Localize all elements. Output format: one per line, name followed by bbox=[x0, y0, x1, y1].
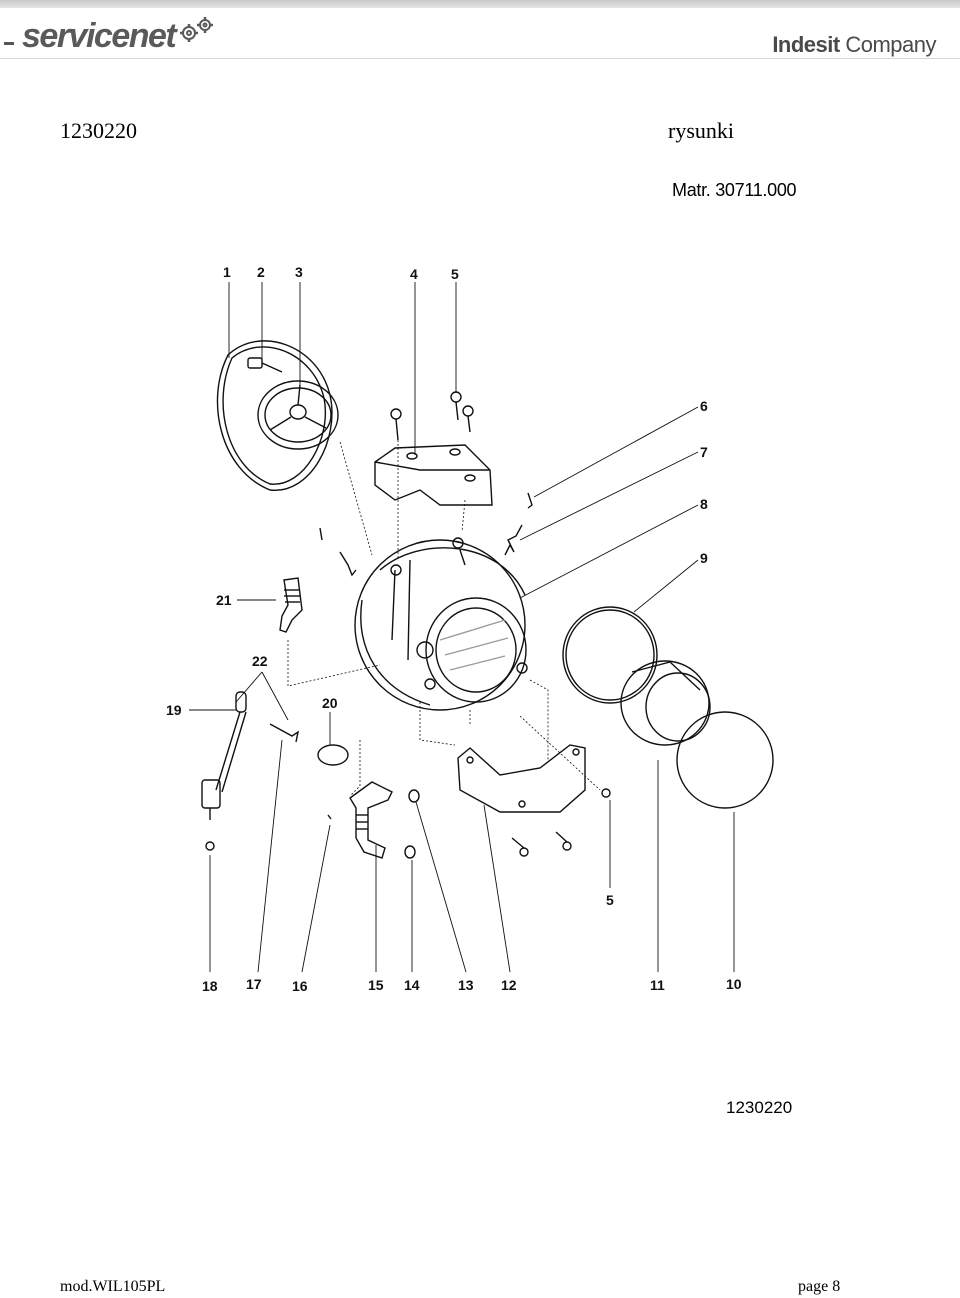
part-label-14: 14 bbox=[404, 977, 420, 993]
part-label-12: 12 bbox=[501, 977, 517, 993]
pulley bbox=[257, 380, 339, 450]
header-bar bbox=[0, 0, 960, 8]
drawing-id: 1230220 bbox=[726, 1098, 793, 1117]
part-label-20: 20 bbox=[322, 695, 338, 711]
part-label-7: 7 bbox=[700, 444, 708, 460]
part-label-5-bottom: 5 bbox=[606, 892, 614, 908]
part-label-17: 17 bbox=[246, 976, 262, 992]
document-code: 1230220 bbox=[60, 118, 137, 143]
part-label-10: 10 bbox=[726, 976, 742, 992]
seal-ring-lower bbox=[404, 845, 416, 859]
part-label-22: 22 bbox=[252, 653, 268, 669]
door-seal bbox=[620, 660, 711, 746]
document-section-title: rysunki bbox=[668, 118, 734, 143]
counterweight-screws bbox=[390, 391, 474, 441]
part-label-11: 11 bbox=[650, 977, 665, 993]
tub-bracket bbox=[457, 744, 586, 813]
tub-assembly bbox=[354, 537, 528, 711]
indesit-logo-bold: Indesit bbox=[772, 32, 840, 57]
spring-hook bbox=[527, 492, 533, 509]
footer-model: mod.WIL105PL bbox=[60, 1278, 166, 1295]
part-label-5-top: 5 bbox=[451, 266, 459, 282]
counterweight bbox=[374, 444, 493, 506]
part-label-9: 9 bbox=[700, 550, 708, 566]
part-label-2: 2 bbox=[257, 264, 265, 280]
footer-page-number: page 8 bbox=[798, 1278, 841, 1295]
part-label-1: 1 bbox=[223, 264, 231, 280]
seal-ring-upper bbox=[408, 789, 420, 803]
indesit-company-logo: Indesit Company bbox=[772, 32, 936, 58]
header-divider bbox=[0, 58, 960, 59]
part-label-6: 6 bbox=[700, 398, 708, 414]
pulley-bolt bbox=[247, 357, 283, 373]
part-label-4: 4 bbox=[410, 266, 418, 282]
spring-left bbox=[319, 527, 357, 577]
part-label-3: 3 bbox=[295, 264, 303, 280]
part-label-16: 16 bbox=[292, 978, 308, 994]
part-label-13: 13 bbox=[458, 977, 474, 993]
sump-hose bbox=[349, 781, 393, 859]
hose-bellow bbox=[279, 577, 303, 633]
absorber-pin bbox=[269, 723, 300, 743]
part-label-21: 21 bbox=[216, 592, 232, 608]
indesit-logo-regular: Company bbox=[839, 32, 936, 57]
part-label-15: 15 bbox=[368, 977, 384, 993]
part-label-18: 18 bbox=[202, 978, 218, 994]
servicenet-logo-text: servicenet bbox=[22, 16, 177, 55]
exploded-parts-diagram: 1 2 3 4 5 6 7 8 9 21 22 20 19 5 18 17 16… bbox=[166, 264, 774, 994]
part-label-8: 8 bbox=[700, 496, 708, 512]
hose-clamp bbox=[317, 744, 349, 766]
bracket-screws bbox=[511, 788, 611, 857]
suspension-spring bbox=[504, 524, 523, 556]
door-gasket-ring bbox=[562, 606, 658, 704]
clamp-ring bbox=[676, 711, 774, 809]
servicenet-logo: servicenet bbox=[4, 14, 217, 58]
clip-16 bbox=[327, 814, 332, 820]
logo-dash bbox=[4, 41, 14, 45]
part-label-19: 19 bbox=[166, 702, 182, 718]
shock-absorber bbox=[201, 691, 247, 820]
material-number: Matr. 30711.000 bbox=[672, 180, 797, 200]
absorber-washer bbox=[205, 841, 215, 851]
gears-icon bbox=[180, 17, 214, 42]
drive-belt bbox=[216, 340, 333, 491]
